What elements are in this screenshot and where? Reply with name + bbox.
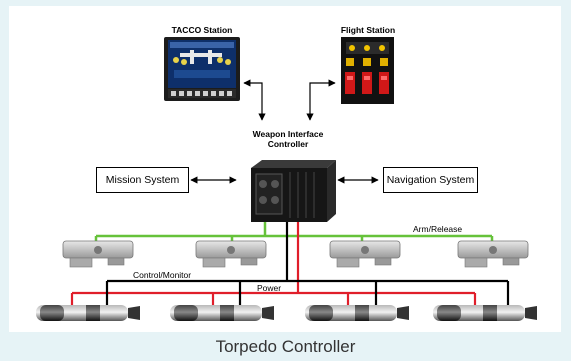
rack-unit xyxy=(457,240,529,268)
weapon-interface-controller-icon xyxy=(251,160,336,222)
mission-system-box: Mission System xyxy=(96,167,189,193)
tacco-station-label: TACCO Station xyxy=(171,25,233,35)
tacco-station-icon xyxy=(164,37,240,101)
flight-station-label: Flight Station xyxy=(340,25,396,35)
tacco-link-arrow xyxy=(243,79,266,121)
rack-unit xyxy=(62,240,134,268)
power-label: Power xyxy=(257,283,282,293)
diagram-caption: Torpedo Controller xyxy=(215,337,356,356)
control-monitor-bus xyxy=(105,222,510,306)
torpedo xyxy=(36,305,140,321)
power-bus xyxy=(70,222,477,306)
arm-release-label: Arm/Release xyxy=(413,224,463,234)
torpedo xyxy=(170,305,274,321)
torpedo xyxy=(305,305,409,321)
torpedo xyxy=(433,305,537,321)
rack-unit xyxy=(195,240,267,268)
flight-station-icon xyxy=(341,37,394,104)
control-monitor-label: Control/Monitor xyxy=(133,270,192,280)
rack-unit xyxy=(329,240,401,268)
weapon-interface-controller-label: Weapon Interface Controller xyxy=(252,129,324,149)
flight-link-arrow xyxy=(306,79,336,121)
navigation-system-box: Navigation System xyxy=(383,167,478,193)
